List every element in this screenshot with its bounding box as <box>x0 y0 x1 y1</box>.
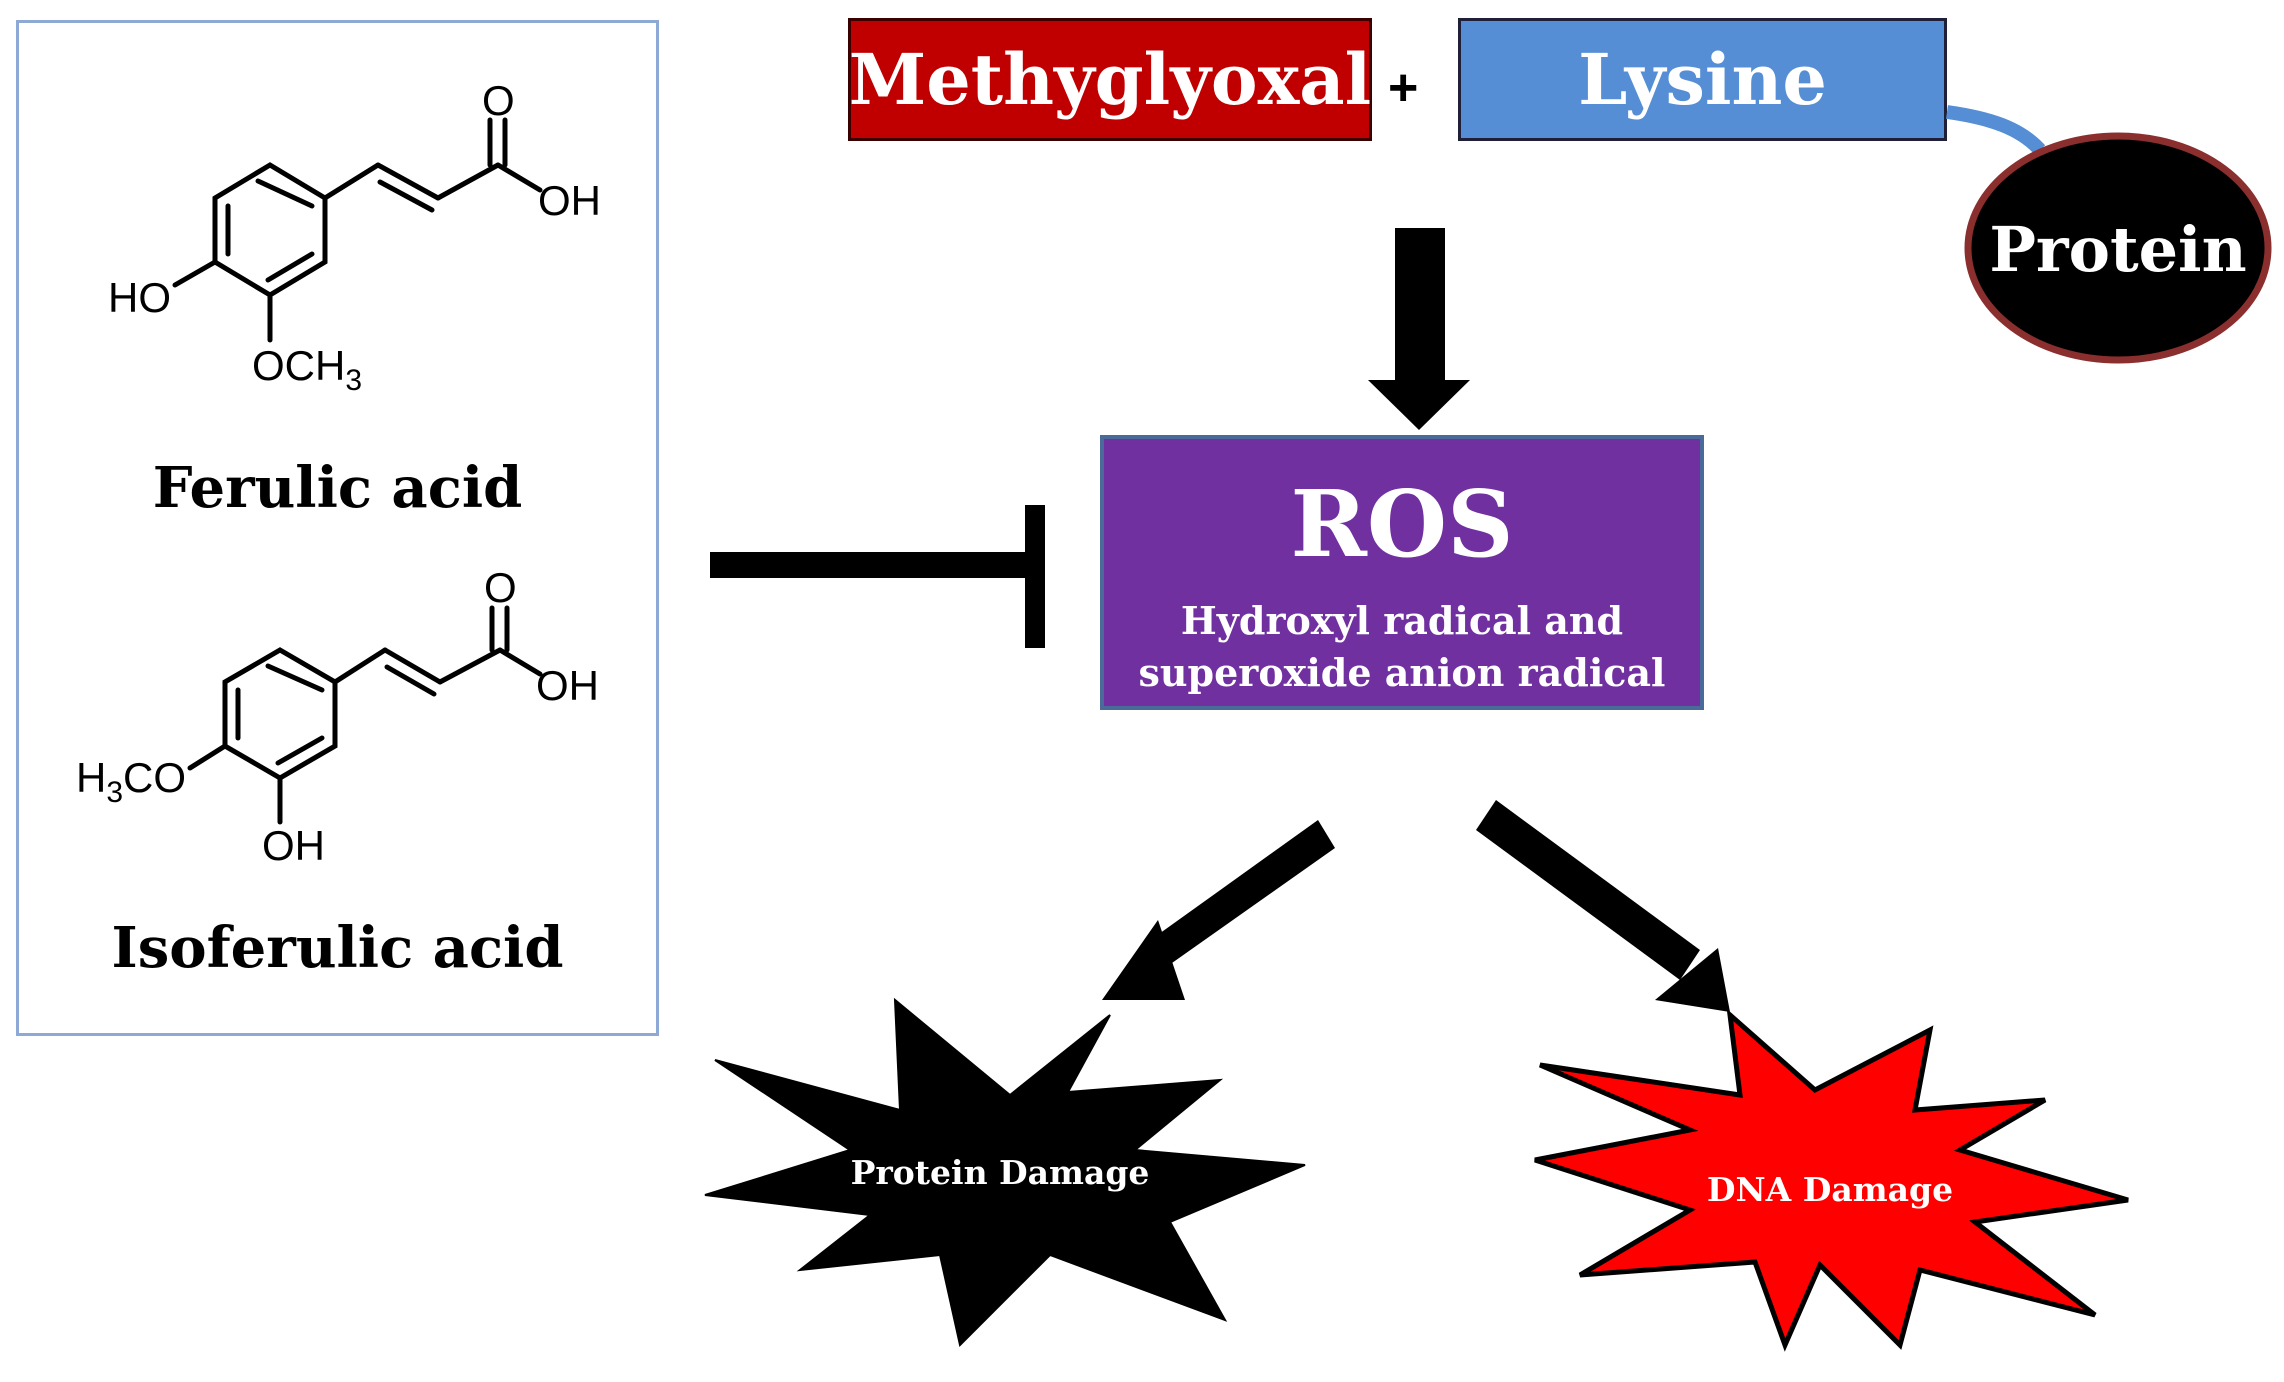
ferulic-acid-structure: O OH HO OCH3 <box>108 77 601 397</box>
protein-damage-label: Protein Damage <box>850 1153 1150 1192</box>
ferulic-carbonyl-o: O <box>482 77 515 124</box>
lysine-box: Lysine <box>1458 18 1947 141</box>
methylglyoxal-label: Methyglyoxal <box>848 38 1372 121</box>
ros-line-2: superoxide anion radical <box>1138 650 1666 695</box>
ferulic-acid-label: Ferulic acid <box>152 455 523 521</box>
protein-label: Protein <box>1989 212 2247 286</box>
ros-box <box>1100 435 1704 710</box>
protein-damage-burst <box>704 997 1306 1347</box>
protein-node-label: Protein <box>1968 212 2268 286</box>
plus-sign: + <box>1388 59 1419 117</box>
isoferulic-acid-oh: OH <box>536 662 599 709</box>
ros-line-1: Hydroxyl radical and <box>1180 598 1624 643</box>
isoferulic-acid-label: Isoferulic acid <box>111 915 564 981</box>
ros-title: ROS <box>1290 470 1514 578</box>
isoferulic-ring-oh: OH <box>262 822 325 869</box>
arrow-to-protein-damage <box>1102 820 1335 1000</box>
ferulic-ring-ho: HO <box>108 274 171 321</box>
methylglyoxal-box: Methyglyoxal <box>848 18 1372 141</box>
protein-node <box>1964 132 2272 364</box>
ferulic-methoxy: OCH3 <box>252 342 362 397</box>
isoferulic-methoxy: H3CO <box>76 754 186 809</box>
dna-damage-label: DNA Damage <box>1706 1170 1954 1209</box>
ferulic-acid-oh: OH <box>538 177 601 224</box>
arrow-to-dna-damage <box>1476 800 1730 1012</box>
inhibition-bar <box>710 505 1045 648</box>
isoferulic-carbonyl-o: O <box>484 564 517 611</box>
down-arrow <box>1368 228 1470 430</box>
dna-damage-burst <box>1534 1008 2129 1352</box>
isoferulic-acid-structure: O OH H3CO OH <box>76 564 599 869</box>
lysine-label: Lysine <box>1578 38 1827 121</box>
